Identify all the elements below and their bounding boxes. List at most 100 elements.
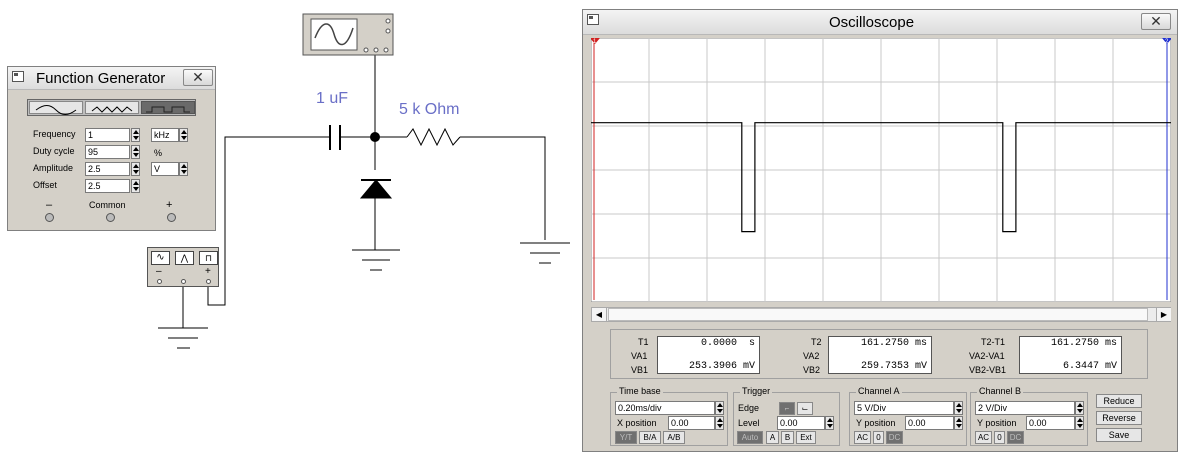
terminal-common[interactable] [106,213,115,222]
channel-b-dc-button[interactable]: DC [1007,431,1024,444]
osc-close-button[interactable]: ✕ [1141,13,1171,30]
scroll-right-button[interactable]: ▶ [1156,308,1171,321]
frequency-spinner[interactable] [131,128,140,142]
scope-device-icon [302,13,394,56]
trigger-ext-button[interactable]: Ext [796,431,816,444]
device-terminal-plus[interactable] [206,279,211,284]
channel-b-ypos-input[interactable]: 0.00 [1026,416,1075,430]
channel-a-ypos-input[interactable]: 0.00 [905,416,954,430]
channel-b-zero-button[interactable]: 0 [994,431,1005,444]
mode-ba-button[interactable]: B/A [639,431,661,444]
level-label: Level [738,418,760,428]
vb2-label: VB2 [803,365,821,375]
t2-value: 161.2750 ms [860,338,927,349]
x-position-spinner[interactable] [715,416,724,430]
reduce-button[interactable]: Reduce [1096,394,1142,408]
trigger-level-input[interactable]: 0.00 [777,416,825,430]
terminal-plus[interactable] [167,213,176,222]
capacitor-value-label: 1 uF [316,90,349,107]
x-position-input[interactable]: 0.00 [668,416,715,430]
t2-label: T2 [811,337,822,347]
falling-edge-icon[interactable]: ⌙ [797,402,813,415]
oscilloscope-screen[interactable]: 1 2 [591,38,1171,302]
channel-a-scale-input[interactable]: 5 V/Div [854,401,954,415]
save-button[interactable]: Save [1096,428,1142,442]
horizontal-scrollbar[interactable]: ◀ ▶ [591,307,1171,322]
terminal-minus[interactable] [45,213,54,222]
resistor-value-label: 5 k Ohm [399,101,460,118]
scroll-thumb[interactable] [608,308,1148,321]
waveform-selector [27,99,196,116]
duty-cycle-label: Duty cycle [33,146,75,156]
wire-resistor-to-ground [460,136,546,240]
rising-edge-icon[interactable]: ⌐ [779,402,795,415]
device-terminal-common[interactable] [181,279,186,284]
channel-b-ypos-label: Y position [977,418,1017,428]
channel-a-title: Channel A [856,386,902,396]
channel-a-scale-spinner[interactable] [954,401,963,415]
amplitude-unit-select[interactable]: V [151,162,179,176]
frequency-unit-spinner[interactable] [179,128,188,142]
window-menu-icon[interactable] [12,71,24,82]
scroll-left-button[interactable]: ◀ [592,308,607,321]
trigger-b-button[interactable]: B [781,431,794,444]
trigger-group: Trigger Edge ⌐ ⌙ Level 0.00 Auto A B Ext [733,386,840,446]
frequency-label: Frequency [33,129,76,139]
device-terminal-minus[interactable] [157,279,162,284]
time-base-title: Time base [617,386,663,396]
time-base-scale-spinner[interactable] [715,401,724,415]
triangle-wave-button[interactable] [85,101,139,114]
offset-input[interactable]: 2.5 [85,179,130,193]
duty-cycle-input[interactable]: 95 [85,145,130,159]
sine-wave-button[interactable] [29,101,83,115]
fg-title: Function Generator [36,70,166,87]
channel-b-scale-spinner[interactable] [1075,401,1084,415]
va2-label: VA2 [803,351,820,361]
dt-value: 161.2750 ms [1050,338,1117,349]
square-wave-button[interactable] [141,101,195,114]
reverse-button[interactable]: Reverse [1096,411,1142,425]
offset-label: Offset [33,180,57,190]
channel-b-group: Channel B 2 V/Div Y position 0.00 AC 0 D… [970,386,1088,446]
square-wave-icon [146,106,190,113]
function-generator-device[interactable]: ∿ ⋀ ⊓ – + [147,247,219,287]
offset-spinner[interactable] [131,179,140,193]
channel-b-ypos-spinner[interactable] [1075,416,1084,430]
duty-cycle-spinner[interactable] [131,145,140,159]
frequency-input[interactable]: 1 [85,128,130,142]
amplitude-unit-spinner[interactable] [179,162,188,176]
time-base-scale-input[interactable]: 0.20ms/div [615,401,715,415]
terminal-common-label: Common [89,200,126,210]
channel-a-zero-button[interactable]: 0 [873,431,884,444]
fg-close-button[interactable]: ✕ [183,69,213,86]
vb2-value: 259.7353 mV [860,361,927,372]
time-base-group: Time base 0.20ms/div X position 0.00 Y/T… [610,386,728,446]
amplitude-label: Amplitude [33,163,74,173]
channel-b-scale-input[interactable]: 2 V/Div [975,401,1075,415]
wire-fg-to-capacitor [207,136,330,306]
fg-titlebar[interactable]: Function Generator ✕ [8,67,215,90]
trigger-auto-button[interactable]: Auto [737,431,763,444]
t1-readout-box: 0.0000 s 253.3906 mV [657,336,760,374]
channel-b-title: Channel B [977,386,1024,396]
mode-ab-button[interactable]: A/B [663,431,685,444]
amplitude-spinner[interactable] [131,162,140,176]
channel-a-ac-button[interactable]: AC [854,431,871,444]
cursor-1-label: 1 [593,39,597,45]
cursor-2-label: 2 [1165,39,1169,45]
trigger-level-spinner[interactable] [825,416,834,430]
channel-a-dc-button[interactable]: DC [886,431,903,444]
frequency-unit-select[interactable]: kHz [151,128,179,142]
amplitude-input[interactable]: 2.5 [85,162,130,176]
window-menu-icon[interactable] [587,14,599,25]
mode-yt-button[interactable]: Y/T [615,431,637,444]
va1-label: VA1 [631,351,648,361]
trigger-a-button[interactable]: A [766,431,779,444]
osc-title: Oscilloscope [829,14,915,31]
channel-a-ypos-spinner[interactable] [954,416,963,430]
circuit-schematic [158,13,570,349]
t2-readout-box: 161.2750 ms 259.7353 mV [828,336,932,374]
osc-titlebar[interactable]: Oscilloscope ✕ [583,10,1177,35]
channel-b-ac-button[interactable]: AC [975,431,992,444]
trigger-title: Trigger [740,386,773,396]
